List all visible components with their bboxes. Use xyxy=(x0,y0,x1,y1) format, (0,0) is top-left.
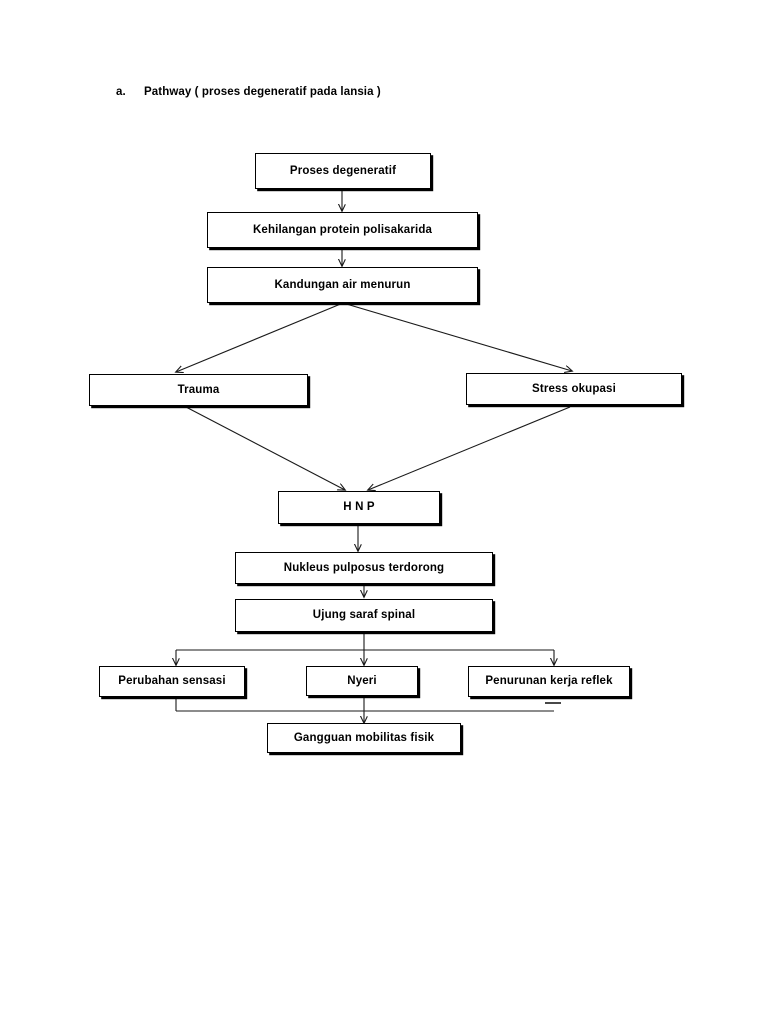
node-label: Perubahan sensasi xyxy=(118,675,226,688)
node-penurunan-reflek[interactable]: Penurunan kerja reflek xyxy=(468,666,630,697)
node-gangguan-mobilitas[interactable]: Gangguan mobilitas fisik xyxy=(267,723,461,753)
node-label: H N P xyxy=(343,501,375,514)
node-hnp[interactable]: H N P xyxy=(278,491,440,524)
edge-kandungan-to-stress xyxy=(342,302,572,371)
node-label: Kehilangan protein polisakarida xyxy=(252,223,433,236)
edge-kandungan-to-trauma xyxy=(176,302,344,372)
edge-trauma-to-hnp xyxy=(185,406,345,490)
node-nukleus-pulposus[interactable]: Nukleus pulposus terdorong xyxy=(235,552,493,584)
node-label: Nukleus pulposus terdorong xyxy=(283,561,445,574)
page-title-text: Pathway ( proses degeneratif pada lansia… xyxy=(144,86,381,98)
node-label: Kandungan air menurun xyxy=(274,278,411,291)
node-label: Proses degeneratif xyxy=(289,164,397,177)
node-label: Trauma xyxy=(177,383,220,396)
node-ujung-saraf[interactable]: Ujung saraf spinal xyxy=(235,599,493,632)
edge-stress-to-hnp xyxy=(368,406,571,490)
node-kandungan-air[interactable]: Kandungan air menurun xyxy=(207,267,478,303)
node-proses-degeneratif[interactable]: Proses degeneratif xyxy=(255,153,431,189)
node-kehilangan-protein[interactable]: Kehilangan protein polisakarida xyxy=(207,212,478,248)
node-label: Stress okupasi xyxy=(532,382,616,395)
node-stress-okupasi[interactable]: Stress okupasi xyxy=(466,373,682,405)
list-marker: a. xyxy=(116,86,126,98)
node-label: Nyeri xyxy=(347,674,377,687)
node-trauma[interactable]: Trauma xyxy=(89,374,308,406)
node-label: Gangguan mobilitas fisik xyxy=(293,731,435,744)
node-nyeri[interactable]: Nyeri xyxy=(306,666,418,696)
node-label: Penurunan kerja reflek xyxy=(485,675,613,688)
node-perubahan-sensasi[interactable]: Perubahan sensasi xyxy=(99,666,245,697)
node-label: Ujung saraf spinal xyxy=(312,609,416,622)
page-title: a. Pathway ( proses degeneratif pada lans… xyxy=(116,86,381,98)
